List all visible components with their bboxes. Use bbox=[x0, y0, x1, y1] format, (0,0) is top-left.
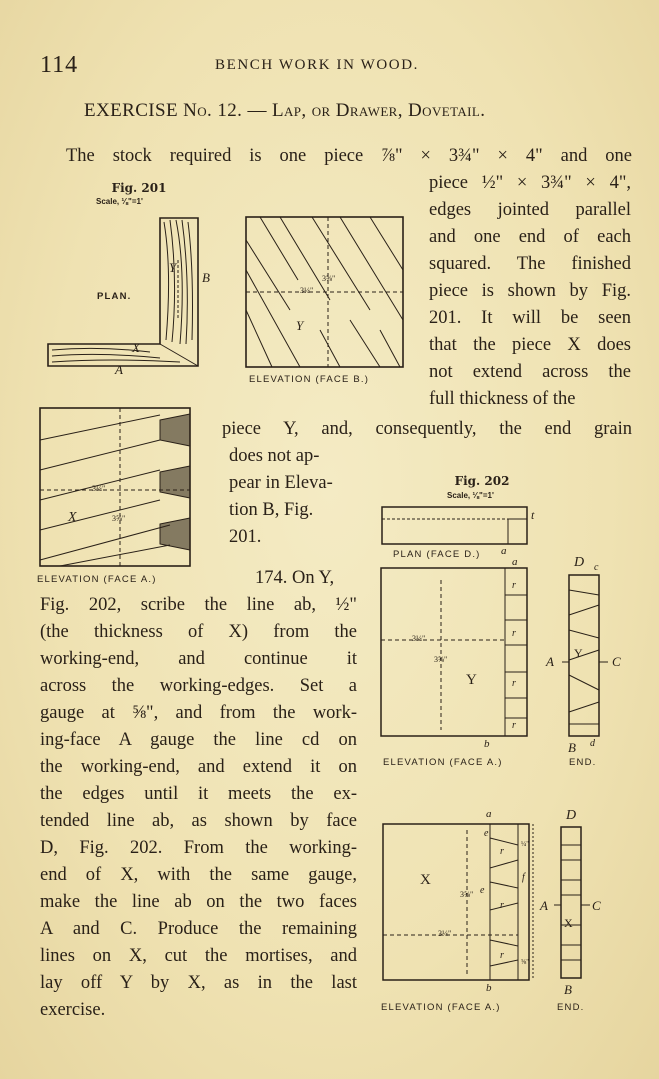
fig201-title: Fig. 201 bbox=[111, 181, 167, 195]
fig201-eleva-dim-1: 3¼" bbox=[92, 484, 106, 493]
fig202-end2-letter-X: X bbox=[564, 916, 573, 930]
text-line-23: the working-end, and extend it on bbox=[40, 757, 357, 777]
text-line-4: and one end of each bbox=[429, 227, 631, 247]
running-head: BENCH WORK IN WOOD. bbox=[215, 57, 420, 73]
fig202-dim-2: 3⅝" bbox=[434, 655, 448, 664]
fig202-scale: Scale, ⅛"=1' bbox=[447, 491, 494, 500]
fig202-letter-Y: Y bbox=[466, 672, 477, 688]
fig202-end1-letter-Y: Y bbox=[574, 646, 583, 660]
text-line-2: piece ½" × 3¾" × 4", bbox=[429, 173, 631, 193]
fig201-elev-a-caption: ELEVATION (FACE A.) bbox=[37, 574, 157, 585]
fig201-letter-a: A bbox=[115, 362, 123, 377]
fig202-elev2-letter-b: b bbox=[486, 982, 492, 994]
fig202-plan-letter-a: a bbox=[501, 545, 507, 557]
fig201-letter-x: X bbox=[132, 340, 140, 355]
text-line-30: lines on X, cut the mortises, and bbox=[40, 946, 357, 966]
text-line-18: (the thickness of X) from the bbox=[40, 622, 357, 642]
text-line-25: tended line ab, as shown by face bbox=[40, 811, 357, 831]
fig202-end1-letter-A: A bbox=[546, 654, 554, 669]
fig201-eleva-letter-x: X bbox=[68, 510, 77, 525]
text-line-27: end of X, with the same gauge, bbox=[40, 865, 357, 885]
fig202-end1-caption: END. bbox=[569, 757, 597, 768]
page-number: 114 bbox=[40, 52, 79, 78]
fig202-r2: r bbox=[512, 628, 516, 639]
fig201-plan-label: PLAN. bbox=[97, 291, 132, 302]
text-line-32: exercise. bbox=[40, 1000, 106, 1020]
text-line-13: pear in Eleva- bbox=[229, 473, 333, 493]
fig202-elev2-dim-2: 3⅝" bbox=[460, 890, 474, 899]
text-line-31: lay off Y by X, as in the last bbox=[40, 973, 357, 993]
text-line-28: make the line ab on the two faces bbox=[40, 892, 357, 912]
text-line-5: squared. The finished bbox=[429, 254, 631, 274]
fig202-r3: r bbox=[512, 678, 516, 689]
fig202-r1: r bbox=[512, 580, 516, 591]
text-line-21: gauge at ⅝", and from the work- bbox=[40, 703, 357, 723]
fig202-elev2-letter-f: f bbox=[522, 872, 525, 883]
fig202-elev2-letter-a: a bbox=[486, 808, 492, 820]
fig202-letter-b: b bbox=[484, 738, 490, 750]
fig202-end1-letter-C: C bbox=[612, 654, 621, 669]
fig201-elevb-letter-y: Y bbox=[296, 318, 304, 333]
fig202-plan-caption: PLAN (FACE D.) bbox=[393, 549, 481, 560]
fig202-r4: r bbox=[512, 720, 516, 731]
text-line-24: the edges until it meets the ex- bbox=[40, 784, 357, 804]
text-line-1: The stock required is one piece ⅞" × 3¾"… bbox=[66, 146, 632, 166]
fig202-elev2-r1: r bbox=[500, 846, 504, 857]
fig202-end1-letter-c: c bbox=[594, 562, 599, 573]
fig202-elev2-caption: ELEVATION (FACE A.) bbox=[381, 1002, 501, 1013]
text-line-19: working-end, and continue it bbox=[40, 649, 357, 669]
fig202-elev2-dim-3: ¼" bbox=[521, 840, 530, 848]
fig202-end2-letter-D: D bbox=[566, 808, 577, 823]
text-line-20: across the working-edges. Set a bbox=[40, 676, 357, 696]
fig202-end2-letter-C: C bbox=[592, 898, 601, 913]
fig202-plan-letter-t: t bbox=[531, 508, 535, 522]
text-line-15: 201. bbox=[229, 527, 262, 547]
fig201-dim-2: 3⅝" bbox=[322, 274, 336, 283]
fig202-elev2-dim-1: 3¼" bbox=[438, 929, 452, 938]
text-line-9: not extend across the bbox=[429, 362, 631, 382]
fig202-end1-letter-D: D bbox=[574, 555, 585, 570]
text-line-26: D, Fig. 202. From the working- bbox=[40, 838, 357, 858]
fig201-letter-b: B bbox=[202, 270, 210, 285]
text-line-8: that the piece X does bbox=[429, 335, 631, 355]
fig201-letter-y: Y bbox=[169, 260, 177, 275]
fig202-elev2-r3: r bbox=[500, 950, 504, 961]
fig201-dim-1: 3¼" bbox=[300, 286, 314, 295]
text-line-16: 174. On Y, bbox=[255, 568, 335, 588]
fig202-end1-letter-B: B bbox=[568, 740, 576, 755]
text-line-17: Fig. 202, scribe the line ab, ½" bbox=[40, 595, 357, 615]
fig202-letter-X: X bbox=[420, 872, 431, 888]
fig202-elev2-letter-e1: e bbox=[484, 828, 489, 839]
fig202-letter-a: a bbox=[512, 556, 518, 568]
text-line-10: full thickness of the bbox=[429, 389, 576, 409]
fig201-elev-b-caption: ELEVATION (FACE B.) bbox=[249, 374, 370, 385]
exercise-title: EXERCISE No. 12. — Lap, or Drawer, Dovet… bbox=[84, 100, 486, 121]
text-line-11: piece Y, and, consequently, the end grai… bbox=[222, 419, 632, 439]
fig202-elev2-r2: r bbox=[500, 900, 504, 911]
fig202-end2-caption: END. bbox=[557, 1002, 585, 1013]
text-line-22: ing-face A gauge the line cd on bbox=[40, 730, 357, 750]
fig202-elev1-caption: ELEVATION (FACE A.) bbox=[383, 757, 503, 768]
text-line-12: does not ap- bbox=[229, 446, 320, 466]
text-line-7: 201. It will be seen bbox=[429, 308, 631, 328]
fig202-title: Fig. 202 bbox=[454, 474, 510, 488]
text-line-6: piece is shown by Fig. bbox=[429, 281, 631, 301]
fig201-scale: Scale, ⅛"=1' bbox=[96, 197, 143, 206]
fig202-elev2-dim-4: ⅝" bbox=[521, 958, 530, 966]
fig202-end2-letter-A: A bbox=[540, 898, 548, 913]
text-line-14: tion B, Fig. bbox=[229, 500, 314, 520]
fig202-elev2-letter-e2: e bbox=[480, 885, 485, 896]
text-line-29: A and C. Produce the remaining bbox=[40, 919, 357, 939]
fig201-eleva-dim-2: 3⅝" bbox=[112, 514, 126, 523]
text-line-3: edges jointed parallel bbox=[429, 200, 631, 220]
fig202-end1-letter-d: d bbox=[590, 738, 595, 749]
fig202-dim-1: 3¼" bbox=[412, 634, 426, 643]
fig202-end2-letter-B: B bbox=[564, 982, 572, 997]
